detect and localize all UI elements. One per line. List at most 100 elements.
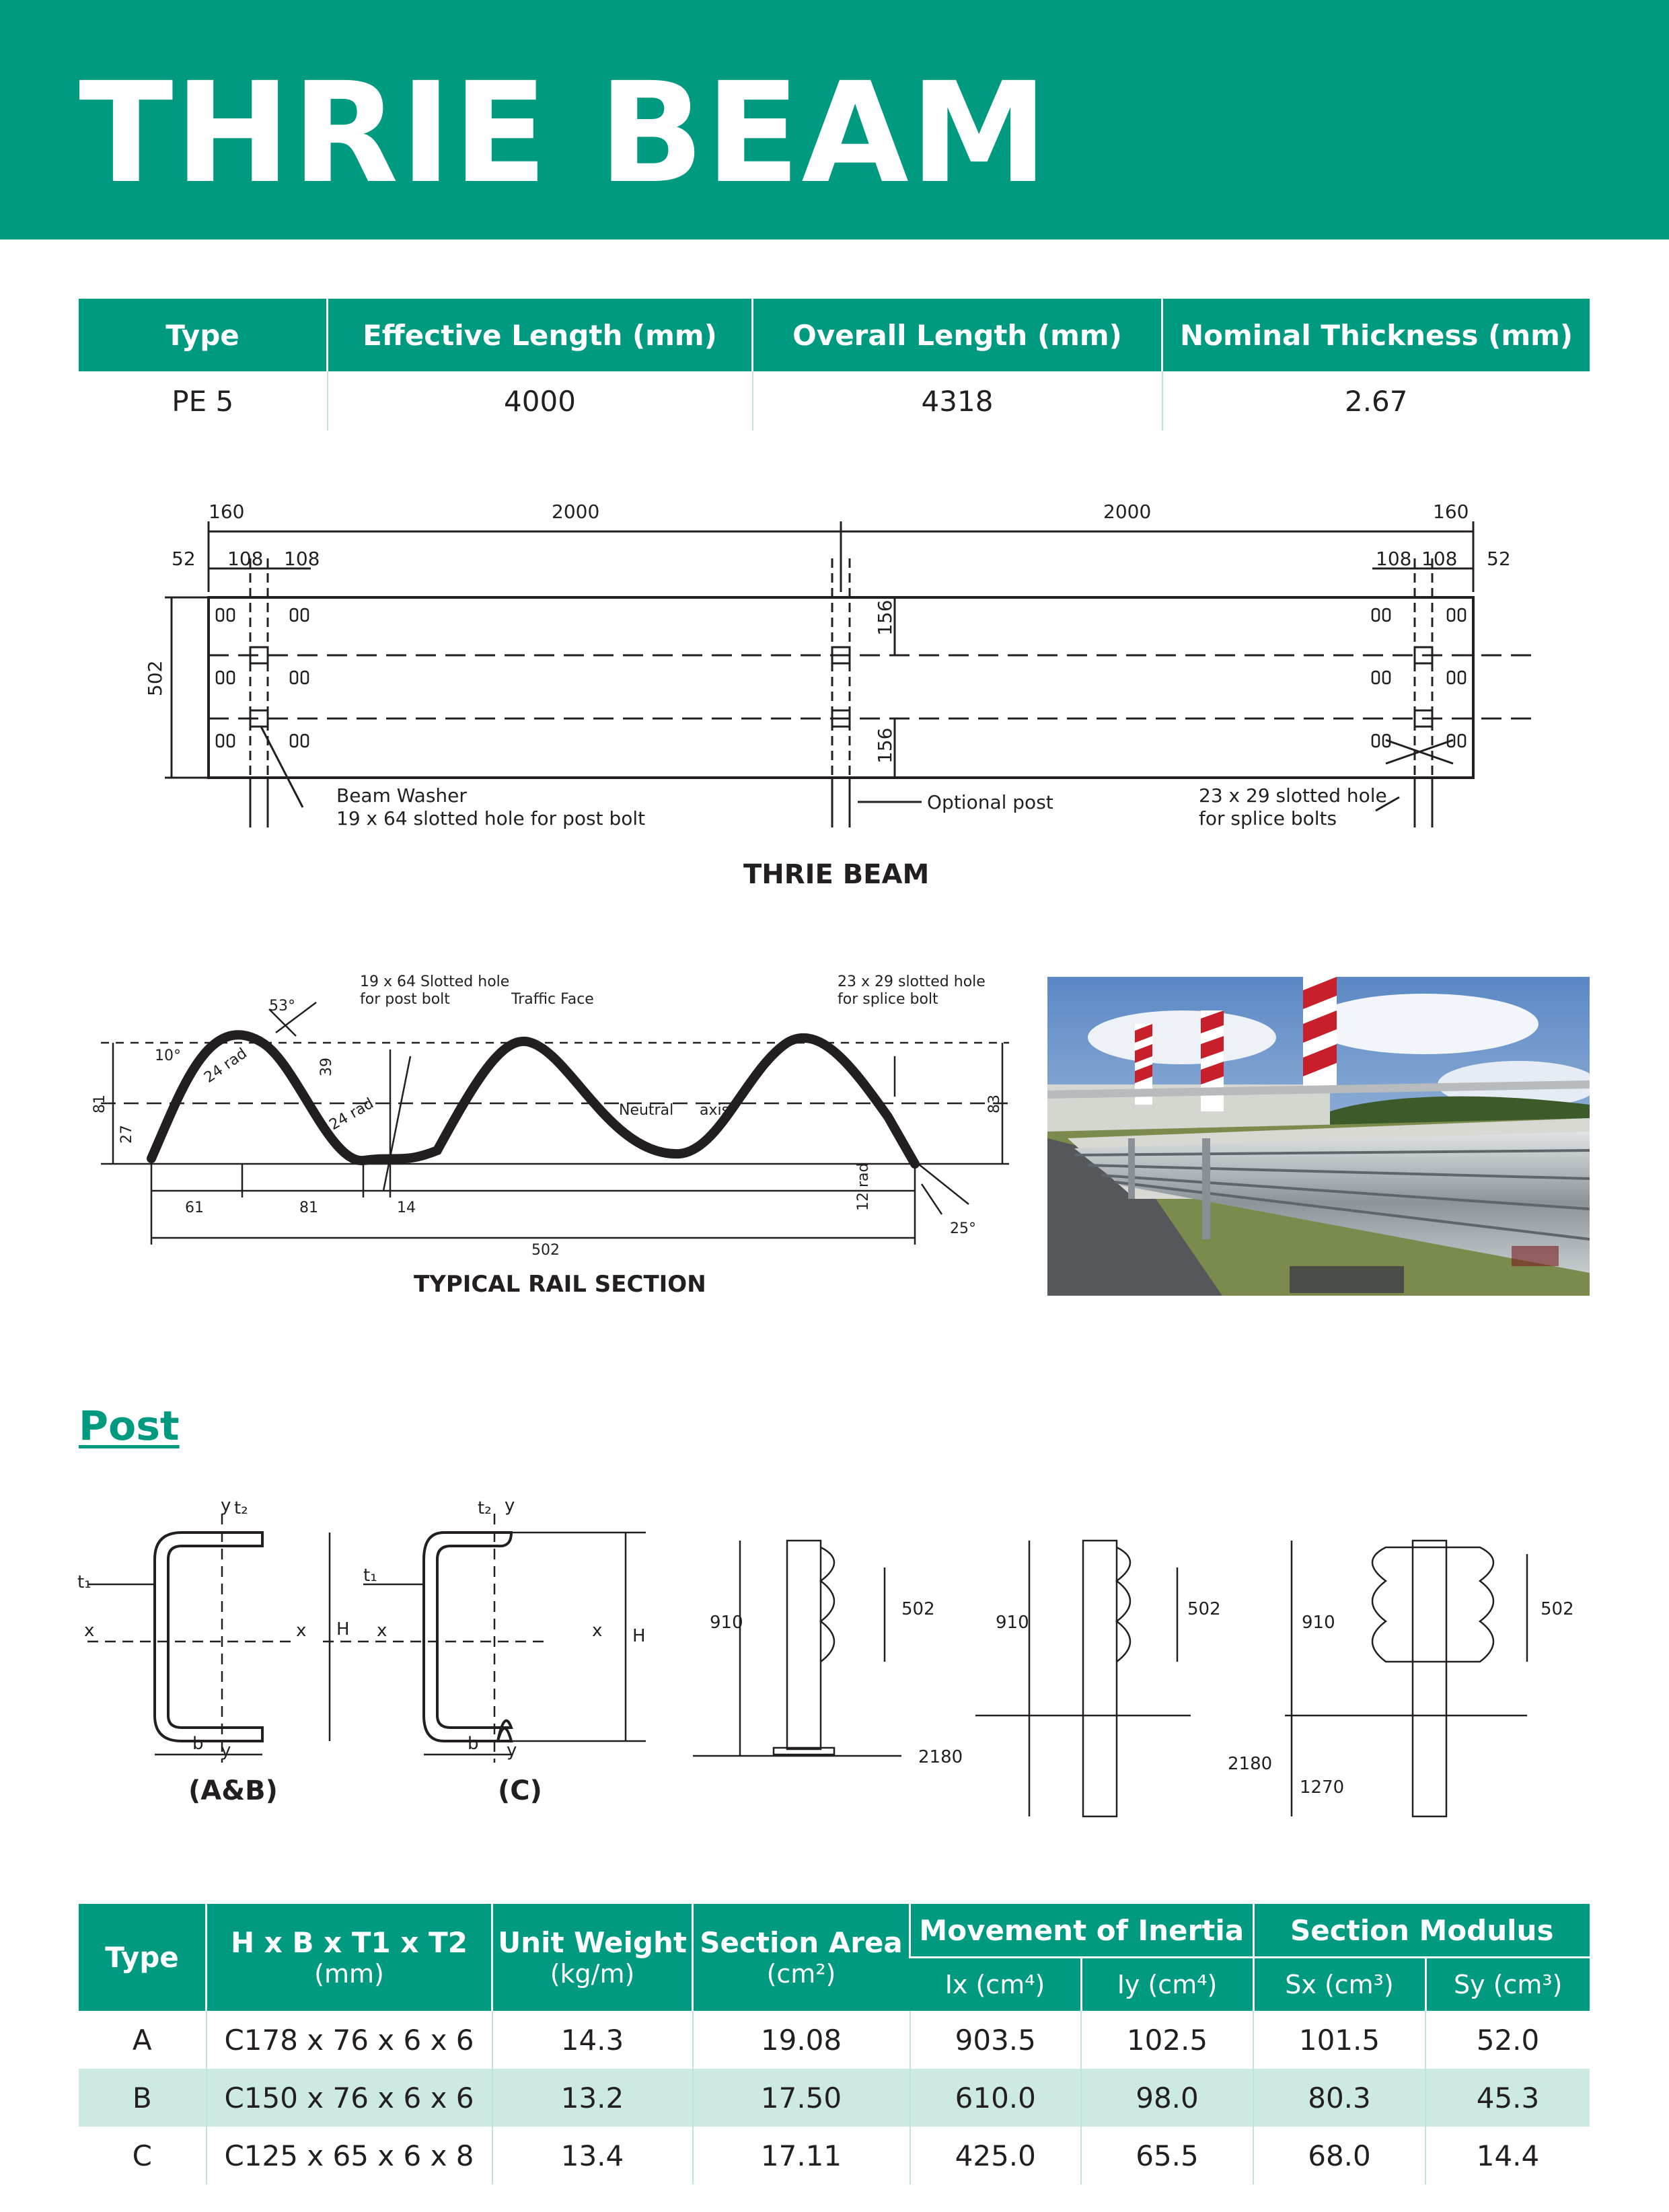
col-modulus-label: Section Modulus	[1290, 1913, 1554, 1947]
dim-61: 61	[185, 1200, 204, 1216]
col-effective-length: Effective Length (mm)	[326, 299, 753, 371]
traffic-face: Traffic Face	[511, 991, 594, 1008]
cell-weight: 13.2	[491, 2069, 693, 2127]
post-table-header-row: Type H x B x T1 x T2(mm) Unit Weight(kg/…	[79, 1904, 1590, 2011]
page-header: THRIE BEAM	[0, 0, 1669, 239]
dim-160-left: 160	[209, 501, 244, 523]
dim-910-b: 910	[996, 1613, 1029, 1633]
col-type-label: Type	[105, 1941, 179, 1974]
label-splice-2: for splice bolts	[1199, 807, 1337, 830]
dim-156-bottom: 156	[874, 728, 896, 764]
label-c: (C)	[498, 1775, 542, 1806]
col-inertia-label: Movement of Inertia	[919, 1913, 1245, 1947]
cell-area: 19.08	[692, 2011, 910, 2069]
dim-108-a: 108	[227, 548, 263, 570]
col-area: Section Area(cm²)	[692, 1904, 910, 2011]
sym-t2-c: t₂	[478, 1498, 492, 1518]
sym-x-ab-left: x	[84, 1621, 94, 1641]
rail-section-drawing: 53° 10° 24 rad 24 rad 39 81 27 19 x 64 S…	[91, 973, 1009, 1298]
cell-sy: 45.3	[1425, 2069, 1590, 2127]
col-overall-length: Overall Length (mm)	[751, 299, 1162, 371]
dim-910-a: 910	[710, 1613, 743, 1633]
cell-iy: 65.5	[1080, 2127, 1253, 2184]
cell-nominal-thickness: 2.67	[1161, 371, 1590, 431]
dim-81-left: 81	[91, 1095, 108, 1113]
table-row: C C125 x 65 x 6 x 8 13.4 17.11 425.0 65.…	[79, 2127, 1590, 2184]
post-drawings: y t₂ t₁ x x H b y t₂ y t₁ x x H b y (A&B…	[77, 1496, 1574, 1818]
cell-ix: 610.0	[909, 2069, 1081, 2127]
dim-2000-a: 2000	[552, 501, 599, 523]
beam-drawing-caption: THRIE BEAM	[743, 859, 929, 890]
dim-502-c: 502	[1541, 1599, 1574, 1619]
cell-type: A	[132, 2023, 152, 2057]
dim-108-c: 108	[1376, 548, 1411, 570]
cell-area: 17.50	[692, 2069, 910, 2127]
cell-dims: C125 x 65 x 6 x 8	[205, 2127, 492, 2184]
cell-weight: 13.4	[491, 2127, 693, 2184]
page-title: THRIE BEAM	[79, 52, 1049, 214]
dim-27: 27	[118, 1125, 135, 1144]
cell-ix: 425.0	[909, 2127, 1081, 2184]
cell-sx: 101.5	[1253, 2011, 1425, 2069]
dim-2180-a: 2180	[918, 1747, 963, 1767]
sym-x-c-left: x	[377, 1621, 387, 1641]
sym-y-c-bottom: y	[507, 1740, 517, 1761]
post-section-title: Post	[79, 1403, 180, 1450]
table-row: B C150 x 76 x 6 x 6 13.2 17.50 610.0 98.…	[79, 2069, 1590, 2127]
angle-53: 53°	[269, 998, 295, 1015]
cell-dims: C150 x 76 x 6 x 6	[205, 2069, 492, 2127]
cell-type: B	[79, 2069, 207, 2127]
sym-y-c: y	[505, 1496, 515, 1516]
label-splice-1: 23 x 29 slotted hole	[1199, 784, 1387, 807]
sym-t1-c: t₁	[363, 1565, 377, 1586]
slot-post-2: for post bolt	[360, 991, 450, 1008]
post-spec-table: Type H x B x T1 x T2(mm) Unit Weight(kg/…	[79, 1904, 1590, 2184]
table-row: A C178 x 76 x 6 x 6 14.3 19.08 903.5 102…	[79, 2011, 1590, 2069]
dim-81-bottom: 81	[299, 1200, 318, 1216]
angle-25: 25°	[950, 1220, 976, 1237]
rad-12: 12 rad	[855, 1163, 872, 1211]
thrie-beam-drawing: 160 2000 2000 160 52 108 108 108 108 52 …	[144, 501, 1534, 890]
cell-sy: 14.4	[1425, 2127, 1590, 2184]
slot-splice-2: for splice bolt	[838, 991, 938, 1008]
sym-h-c: H	[632, 1626, 646, 1646]
neutral-label: Neutral	[619, 1102, 673, 1119]
sym-x-ab-right: x	[296, 1621, 306, 1641]
col-area-unit: (cm²)	[766, 1959, 836, 1989]
dim-502-b: 502	[1187, 1599, 1221, 1619]
col-ix: Ix (cm⁴)	[910, 1956, 1081, 2011]
col-dims-label: H x B x T1 x T2	[231, 1926, 468, 1959]
cell-type: PE 5	[172, 384, 234, 418]
cell-iy: 98.0	[1080, 2069, 1253, 2127]
dim-83: 83	[986, 1095, 1003, 1113]
col-iy: Iy (cm⁴)	[1080, 1956, 1253, 2011]
axis-label: axis	[700, 1102, 729, 1119]
slot-splice-1: 23 x 29 slotted hole	[838, 973, 986, 990]
cell-area: 17.11	[692, 2127, 910, 2184]
sym-y-ab-bottom: y	[221, 1740, 231, 1761]
dim-502-a: 502	[901, 1599, 935, 1619]
dim-52-right: 52	[1487, 548, 1511, 570]
col-dims-unit: (mm)	[314, 1959, 384, 1989]
dim-2000-b: 2000	[1103, 501, 1151, 523]
label-ab: (A&B)	[188, 1775, 278, 1806]
sym-h-ab: H	[336, 1619, 350, 1639]
col-weight: Unit Weight(kg/m)	[491, 1904, 693, 2011]
dim-160-right: 160	[1433, 501, 1469, 523]
rail-section-caption: TYPICAL RAIL SECTION	[414, 1271, 706, 1298]
cell-sx: 68.0	[1253, 2127, 1425, 2184]
sym-x-c-right: x	[592, 1621, 602, 1641]
label-optional-post: Optional post	[927, 791, 1053, 813]
dim-502: 502	[144, 661, 166, 696]
cell-dims: C178 x 76 x 6 x 6	[205, 2011, 492, 2069]
angle-10: 10°	[155, 1047, 181, 1064]
col-sx: Sx (cm³)	[1252, 1956, 1425, 2011]
cell-overall-length: 4318	[751, 371, 1162, 431]
guardrail-photo	[1047, 977, 1590, 1296]
col-nominal-thickness: Nominal Thickness (mm)	[1161, 299, 1590, 371]
dim-14: 14	[397, 1200, 416, 1216]
beam-spec-table: Type Effective Length (mm) Overall Lengt…	[79, 299, 1590, 431]
dim-108-b: 108	[284, 548, 320, 570]
col-area-label: Section Area	[700, 1926, 903, 1959]
sym-t1-ab: t₁	[77, 1572, 91, 1592]
